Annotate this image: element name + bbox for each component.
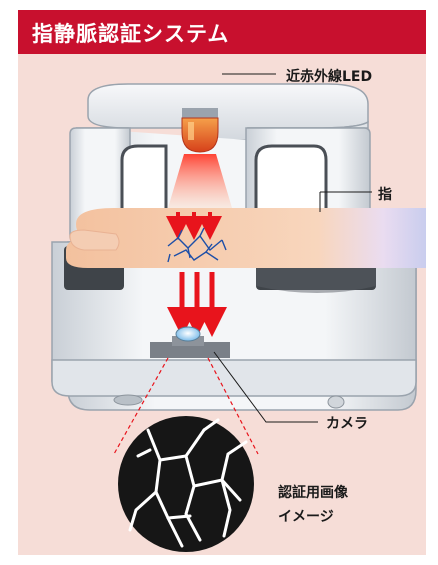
image-label-line2: イメージ: [278, 509, 334, 525]
vein-pattern: [167, 227, 227, 263]
device-foot-left: [113, 394, 143, 406]
finger-shape: [66, 208, 426, 268]
finger-label: 指: [378, 187, 392, 203]
camera-leader: [213, 351, 318, 423]
captured-vein-image: [118, 416, 254, 552]
page-title: 指静脈認証システム: [32, 22, 230, 46]
image-label-line1: 認証用画像: [278, 485, 348, 501]
device-base-lip: [51, 359, 417, 397]
device-left-opening: [120, 144, 168, 230]
diagram-panel: 指静脈認証システム: [18, 10, 426, 555]
light-beam: [168, 154, 232, 208]
led-icon: [181, 108, 219, 153]
upper-light-arrows: [166, 212, 222, 240]
camera-view-line-left: [113, 357, 169, 455]
lower-light-arrows: [167, 272, 227, 337]
finger-nail: [69, 229, 120, 251]
title-bar: 指静脈認証システム: [18, 10, 426, 54]
finger-vein-diagram: [51, 73, 426, 552]
camera-label: カメラ: [326, 416, 368, 432]
camera-icon: [150, 326, 230, 358]
device-foot-right: [327, 395, 345, 409]
led-label: 近赤外線LED: [286, 69, 373, 85]
device-right-opening: [254, 144, 328, 230]
